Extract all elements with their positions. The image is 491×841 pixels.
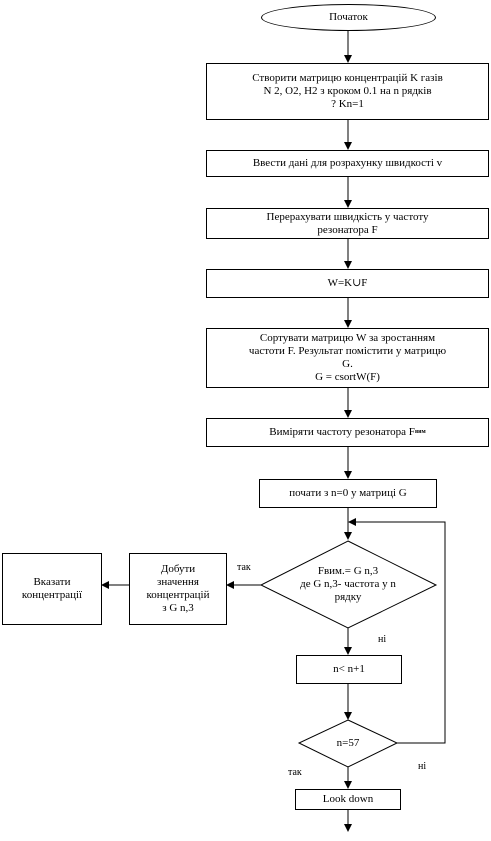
process-combine: W=K∪F (206, 269, 489, 298)
look-down-label: Look down (322, 793, 374, 805)
process-look-down: Look down (295, 789, 401, 810)
convert-line-2: резонатора F (317, 223, 378, 236)
create-matrix-line-1: Створити матрицю концентрацій K газів (252, 72, 443, 84)
get-values-line-3: концентрацій (146, 589, 210, 601)
process-increment: n< n+1 (296, 655, 402, 684)
label-no-n: ні (418, 761, 427, 772)
sort-line-1: Сортувати матрицю W за зростанням (259, 332, 436, 344)
get-values-line-1: Добути (160, 563, 196, 575)
start-n-label: почати з n=0 у матриці G (289, 487, 407, 499)
decision-frequency-text: Fвим.= G n,3 де G n,3- частота у n рядку (276, 565, 420, 604)
get-values-line-4: з G n,3 (162, 602, 194, 614)
show-conc-line-2: концентрації (21, 589, 83, 601)
process-show-concentrations: Вказати концентрації (2, 553, 102, 625)
create-matrix-line-3: ? Kn=1 (331, 98, 364, 110)
decision-freq-line-2: де G n,3- частота у n (300, 578, 396, 590)
process-sort-matrix: Сортувати матрицю W за зростанням частот… (206, 328, 489, 388)
combine-label: W=K∪F (327, 277, 368, 289)
measure-subscript: вим (414, 429, 426, 435)
convert-line-1: Перерахувати швидкість у частоту (266, 210, 429, 223)
process-create-matrix: Створити матрицю концентрацій K газів N … (206, 63, 489, 120)
measure-label: Виміряти частоту резонатора F (269, 426, 415, 438)
label-no-frequency: ні (378, 634, 387, 645)
label-yes-n: так (288, 767, 302, 778)
start-label: Початок (329, 11, 368, 23)
process-convert-speed: Перерахувати швидкість у частоту резонат… (206, 208, 489, 239)
show-conc-line-1: Вказати (33, 576, 71, 588)
decision-diamond-frequency (259, 540, 438, 629)
decision-n-label: n=57 (336, 737, 360, 749)
start-terminal: Початок (261, 4, 436, 31)
decision-freq-line-1: Fвим.= G n,3 (317, 565, 379, 577)
increment-label: n< n+1 (333, 663, 365, 675)
decision-diamond-n (297, 719, 399, 768)
process-start-n: почати з n=0 у матриці G (259, 479, 437, 508)
sort-line-4: G = csortW(F) (315, 371, 380, 383)
label-yes-frequency: так (237, 562, 251, 573)
process-enter-data: Ввести дані для розрахунку швидкості v (206, 150, 489, 177)
decision-freq-line-3: рядку (334, 591, 362, 603)
sort-line-3: G. (342, 358, 353, 370)
process-get-values: Добути значення концентрацій з G n,3 (129, 553, 227, 625)
enter-data-label: Ввести дані для розрахунку швидкості v (252, 157, 443, 169)
get-values-line-2: значення (157, 576, 199, 588)
loop-back-line (348, 518, 446, 744)
create-matrix-line-2: N 2, O2, H2 з кроком 0.1 на n рядків (263, 85, 432, 97)
decision-n-text: n=57 (318, 737, 378, 750)
sort-line-2: частоти F. Результат помістити у матрицю (248, 345, 447, 357)
